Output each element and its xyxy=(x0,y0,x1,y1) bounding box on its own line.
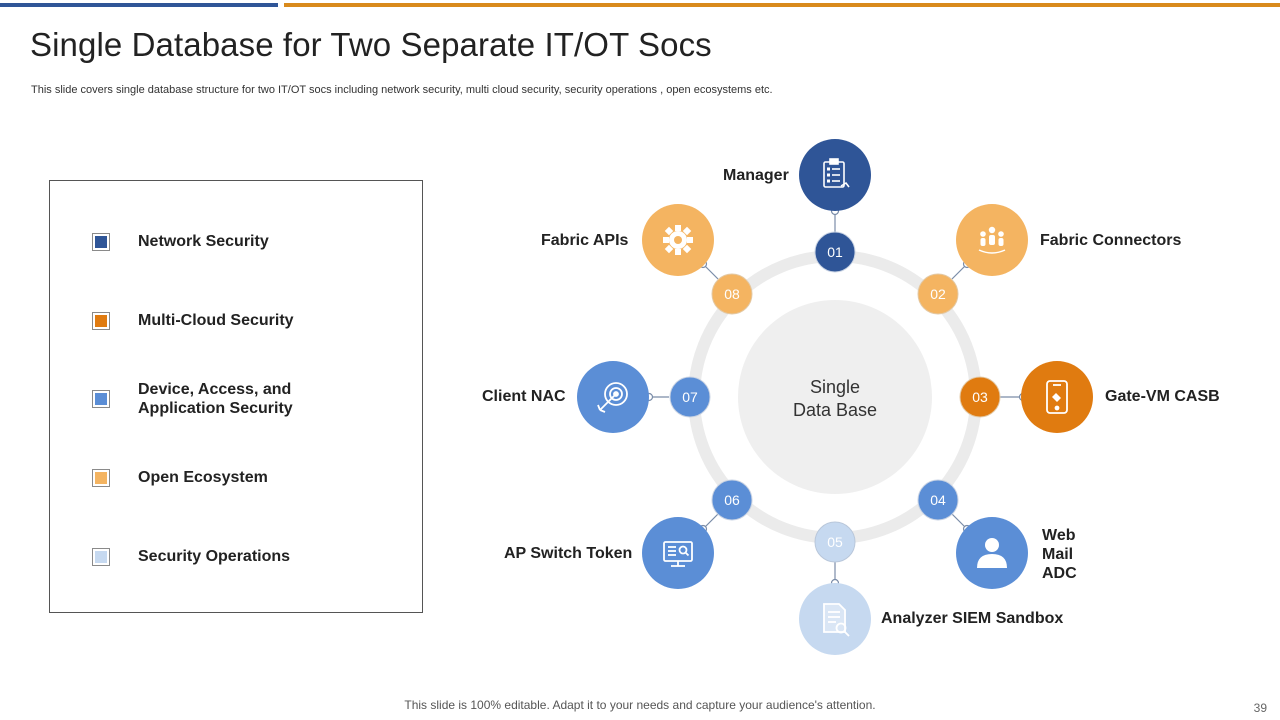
node-number-01: 01 xyxy=(827,244,843,260)
node-number-05: 05 xyxy=(827,534,843,550)
icon-circle-analyzer xyxy=(799,583,871,655)
node-number-08: 08 xyxy=(724,286,740,302)
number-circle-04 xyxy=(917,479,959,521)
target-icon xyxy=(597,382,628,413)
node-number-06: 06 xyxy=(724,492,740,508)
node-number-03: 03 xyxy=(972,389,988,405)
node-label-web: Web xyxy=(1042,527,1076,544)
legend-swatch xyxy=(92,311,110,330)
user-icon xyxy=(977,538,1007,568)
number-circle-05 xyxy=(814,521,856,563)
number-circle-03 xyxy=(959,376,1001,418)
node-label-gate-vm-casb: Gate-VM CASB xyxy=(1105,388,1220,405)
number-circle-06 xyxy=(711,479,753,521)
legend-panel: Network Security Multi-Cloud Security De… xyxy=(49,180,423,613)
clipboard-checklist-icon xyxy=(823,158,850,188)
node-label-manager: Manager xyxy=(723,167,789,184)
legend-item-open-ecosystem: Open Ecosystem xyxy=(92,468,338,487)
page-title: Single Database for Two Separate IT/OT S… xyxy=(30,26,712,63)
document-search-icon xyxy=(823,603,850,637)
legend-label: Multi-Cloud Security xyxy=(138,312,294,329)
node-label-mail: Mail xyxy=(1042,546,1074,563)
page-subtitle: This slide covers single database struct… xyxy=(31,84,773,96)
legend-swatch xyxy=(92,390,110,408)
legend-item-multi-cloud-security: Multi-Cloud Security xyxy=(92,311,338,330)
node-label-client-nac: Client NAC xyxy=(482,388,566,405)
legend-swatch xyxy=(92,232,110,251)
node-number-02: 02 xyxy=(930,286,946,302)
mobile-phone-icon xyxy=(1046,380,1068,414)
node-label-web-mail-adc: Web Mail ADC xyxy=(1042,526,1077,583)
node-label-fabric-apis: Fabric APIs xyxy=(541,232,629,249)
legend-item-security-operations: Security Operations xyxy=(92,547,338,566)
top-accent-bar-orange xyxy=(284,3,1280,7)
number-circle-08 xyxy=(711,273,753,315)
legend-label: Security Operations xyxy=(138,548,291,565)
node-number-07: 07 xyxy=(682,389,698,405)
node-number-04: 04 xyxy=(930,492,946,508)
number-circle-01 xyxy=(814,231,856,273)
number-circle-02 xyxy=(917,273,959,315)
monitor-search-icon xyxy=(663,541,693,567)
center-label: Single Data Base xyxy=(738,376,932,422)
people-network-icon xyxy=(978,226,1006,254)
node-label-ap-switch-token: AP Switch Token xyxy=(504,545,633,562)
page-number: 39 xyxy=(1253,701,1267,715)
legend-label: Network Security xyxy=(138,233,269,250)
legend-label: Open Ecosystem xyxy=(138,469,268,486)
footer-note: This slide is 100% editable. Adapt it to… xyxy=(404,698,876,712)
center-label-line-1: Single xyxy=(809,377,861,397)
legend-swatch xyxy=(92,468,110,487)
node-label-fabric-connectors: Fabric Connectors xyxy=(1040,232,1182,249)
icon-circle-web-mail-adc xyxy=(956,517,1028,589)
legend-swatch xyxy=(92,547,110,566)
gear-icon xyxy=(663,225,693,255)
top-accent-bar-blue xyxy=(0,3,278,7)
number-circle-07 xyxy=(669,376,711,418)
legend-item-device-access-security: Device, Access, and Application Security xyxy=(92,380,338,418)
legend-label: Device, Access, and Application Security xyxy=(138,381,293,417)
node-label-analyzer: Analyzer SIEM Sandbox xyxy=(881,610,1064,627)
center-label-line-2: Data Base xyxy=(792,400,878,420)
legend-item-network-security: Network Security xyxy=(92,232,338,251)
icon-circle-ap-switch xyxy=(642,517,714,589)
node-label-adc: ADC xyxy=(1042,565,1077,582)
center-circle xyxy=(738,300,932,494)
